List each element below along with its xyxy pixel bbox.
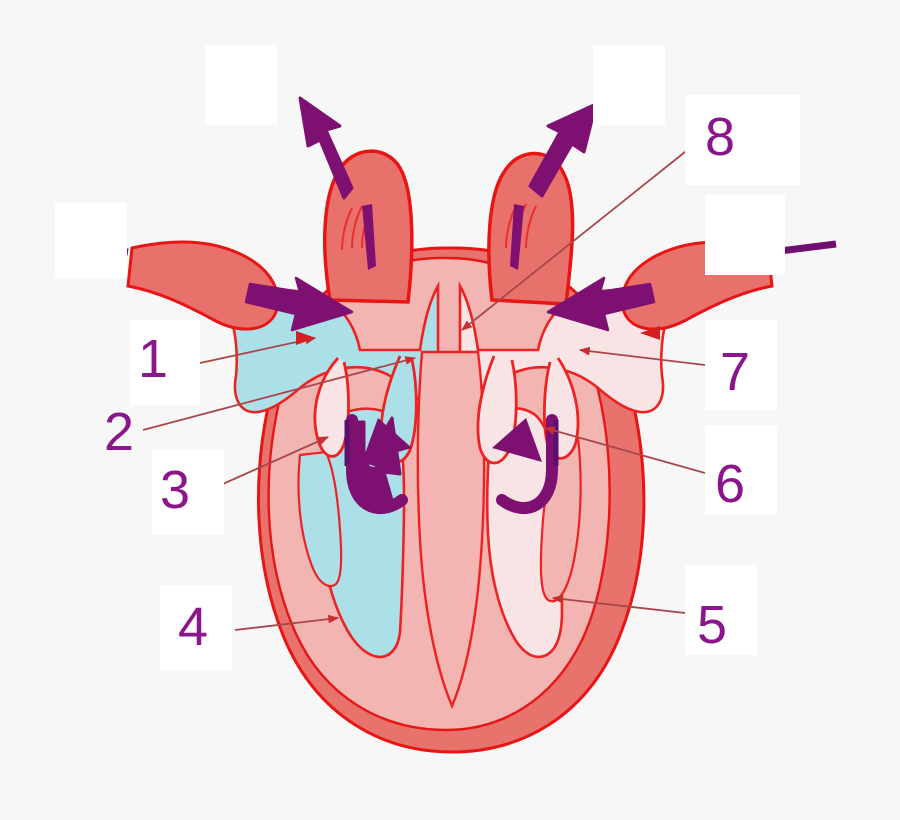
answer-box-7[interactable]	[705, 320, 777, 410]
answer-box-top-right[interactable]	[593, 45, 665, 125]
flow-arrow-in-right	[546, 276, 656, 332]
leader-6	[543, 426, 706, 474]
label-3: 3	[160, 460, 191, 520]
heart-valves	[313, 203, 580, 465]
leader-7	[578, 346, 706, 366]
leader-1	[199, 335, 317, 364]
leader-4	[234, 614, 340, 631]
label-2: 2	[104, 402, 135, 462]
blood-flow-arrows	[244, 96, 656, 515]
answer-box-5[interactable]	[685, 565, 757, 655]
answer-box-8[interactable]	[685, 95, 800, 185]
flow-arrow-out-left	[298, 96, 354, 200]
label-7: 7	[720, 342, 751, 402]
label-6: 6	[715, 454, 746, 514]
label-8: 8	[705, 107, 736, 167]
answer-box-4[interactable]	[160, 585, 232, 670]
label-5: 5	[697, 595, 728, 655]
leader-8	[461, 139, 701, 331]
flow-arrow-out-right	[528, 102, 598, 198]
answer-box-top-left[interactable]	[205, 45, 277, 125]
answer-box-3[interactable]	[152, 450, 224, 535]
flow-arrow-left-ventricle	[492, 414, 558, 515]
flow-arrow-right-ventricle	[346, 414, 412, 515]
leader-2	[142, 356, 417, 431]
answer-box-far-left[interactable]	[55, 203, 127, 278]
answer-box-6[interactable]	[705, 425, 777, 515]
answer-box-far-right[interactable]	[705, 195, 785, 275]
leader-5	[551, 594, 686, 614]
label-4: 4	[178, 597, 209, 657]
leader-3	[204, 436, 329, 493]
answer-box-1[interactable]	[130, 320, 200, 405]
flow-arrow-in-left	[244, 276, 354, 332]
pointer-arrowheads	[296, 326, 660, 345]
interventricular-septum	[416, 350, 486, 710]
leader-lines	[142, 139, 706, 631]
left-ventricle-cavity	[485, 407, 564, 659]
label-1: 1	[138, 329, 169, 389]
